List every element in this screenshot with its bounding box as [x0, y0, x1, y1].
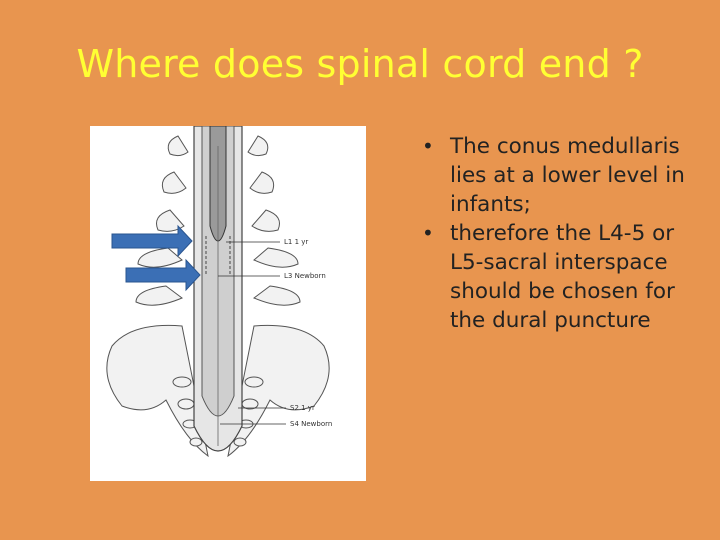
bullet-dot-icon: • — [422, 134, 434, 158]
label-s4-newborn: S4 Newborn — [290, 420, 332, 428]
bullet-text: The conus medullaris lies at a lower lev… — [450, 134, 685, 217]
bullet-item: • therefore the L4-5 or L5-sacral inters… — [418, 219, 698, 335]
label-s2-1yr: S2 1 yr — [290, 404, 315, 412]
spine-diagram-svg: L1 1 yr L3 Newborn S2 1 yr S4 Newborn — [106, 126, 332, 458]
spine-illustration: L1 1 yr L3 Newborn S2 1 yr S4 Newborn — [90, 126, 366, 481]
bullet-dot-icon: • — [422, 221, 434, 245]
spinal-canal — [193, 126, 243, 452]
bullet-text: therefore the L4-5 or L5-sacral interspa… — [450, 221, 675, 333]
arrow-lower-icon — [125, 258, 201, 292]
arrow-upper-icon — [111, 224, 193, 258]
pointer-arrows — [111, 224, 201, 292]
label-l3-newborn: L3 Newborn — [284, 272, 326, 280]
vertebrae — [106, 135, 330, 458]
bullet-item: • The conus medullaris lies at a lower l… — [418, 132, 698, 219]
slide-title: Where does spinal cord end ? — [76, 42, 644, 86]
bullet-list: • The conus medullaris lies at a lower l… — [418, 132, 698, 335]
leader-lines — [218, 241, 286, 425]
label-l1-1yr: L1 1 yr — [284, 238, 308, 246]
